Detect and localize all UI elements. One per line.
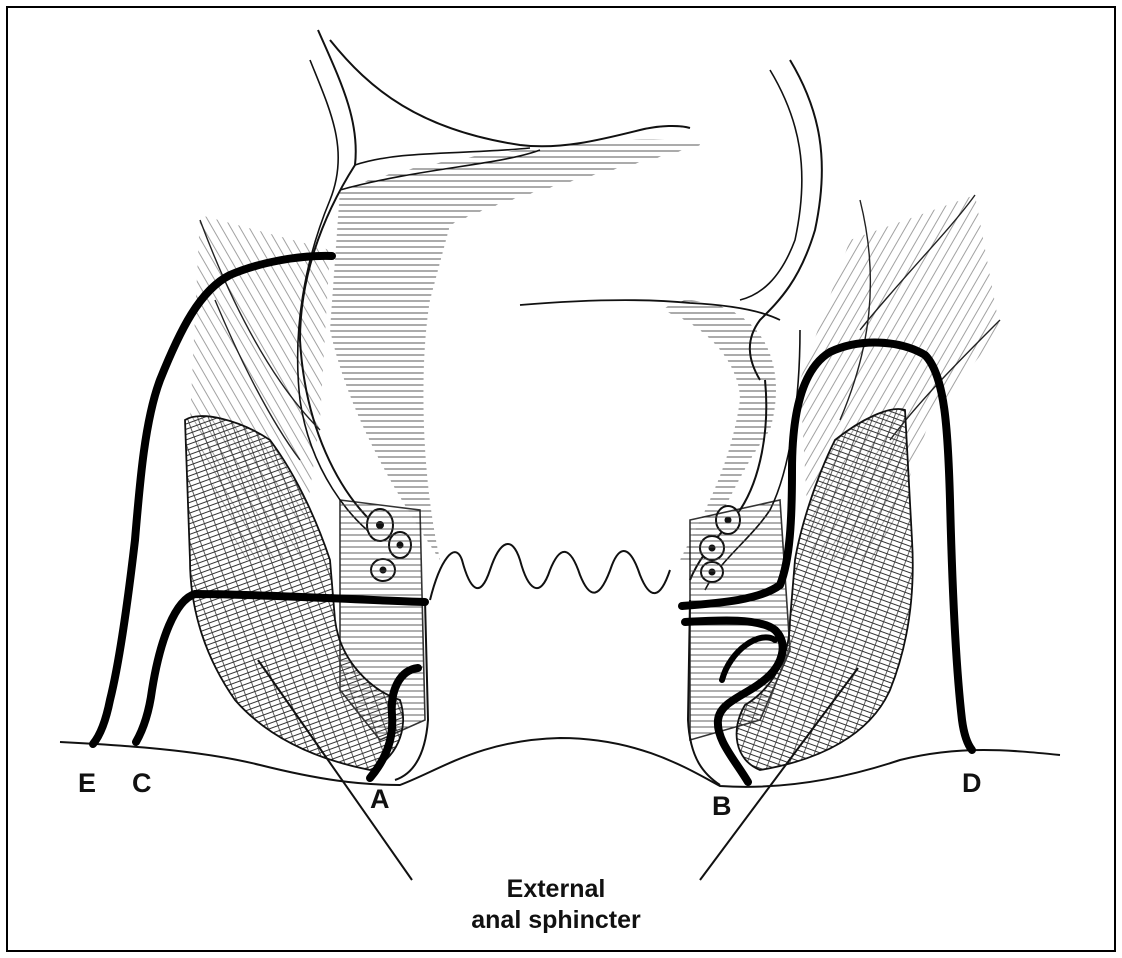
- left-peritoneum-line: [330, 40, 690, 146]
- skin-line: [60, 738, 1060, 787]
- label-b: B: [712, 791, 732, 821]
- label-c: C: [132, 768, 152, 798]
- label-e: E: [78, 768, 96, 798]
- caption-line-2: anal sphincter: [471, 906, 641, 934]
- caption-line-1: External: [507, 875, 606, 903]
- label-d: D: [962, 768, 982, 798]
- label-a: A: [370, 784, 390, 814]
